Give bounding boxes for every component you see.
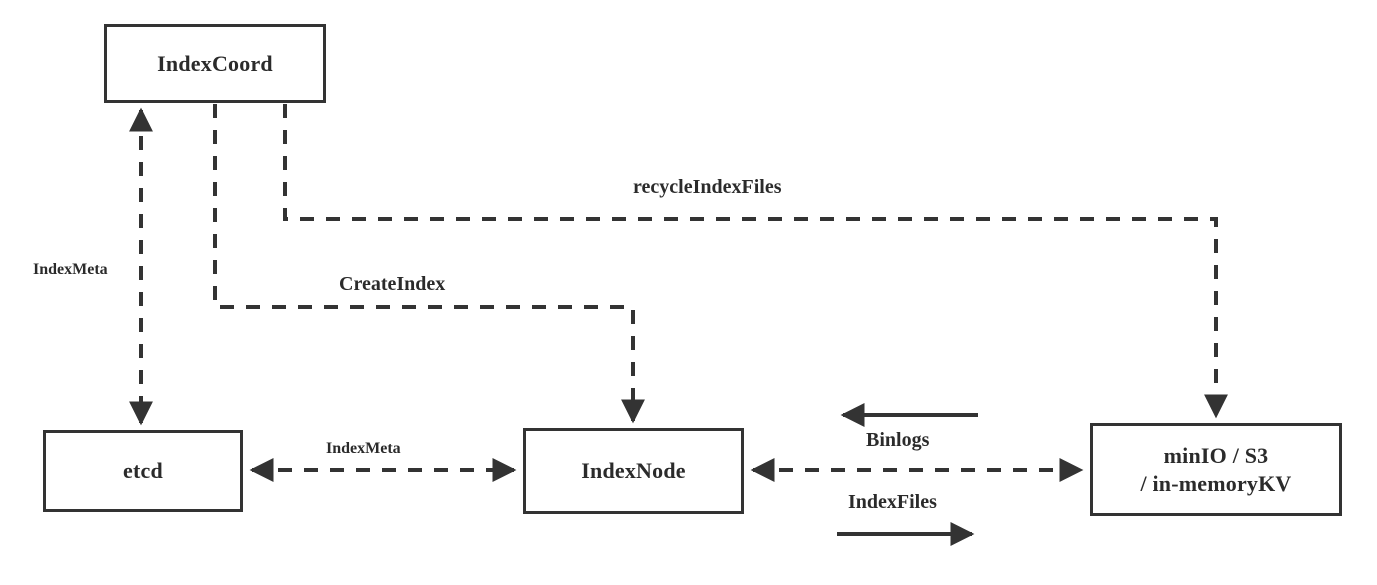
node-index-coord-label: IndexCoord	[157, 50, 273, 76]
node-index-node[interactable]: IndexNode	[523, 428, 744, 514]
connector-recycle-index-files	[283, 104, 1228, 419]
edge-label-index-files: IndexFiles	[848, 491, 937, 513]
connector-create-index	[213, 104, 645, 424]
node-minio-label-line-1: minIO / S3	[1163, 443, 1269, 468]
node-index-node-label: IndexNode	[581, 458, 686, 484]
node-index-coord[interactable]: IndexCoord	[104, 24, 326, 103]
edge-label-index-meta-coord-etcd: IndexMeta	[33, 261, 108, 278]
edge-label-index-meta-etcd-indexnode: IndexMeta	[326, 440, 401, 457]
node-etcd[interactable]: etcd	[43, 430, 243, 512]
node-etcd-label: etcd	[123, 458, 163, 484]
edge-label-binlogs: Binlogs	[866, 429, 930, 451]
edge-label-create-index: CreateIndex	[339, 273, 446, 295]
node-minio-label-line-2: / in-memoryKV	[1140, 470, 1292, 496]
node-minio[interactable]: minIO / S3 / in-memoryKV	[1090, 423, 1342, 516]
edge-label-recycle-index-files: recycleIndexFiles	[633, 176, 782, 198]
